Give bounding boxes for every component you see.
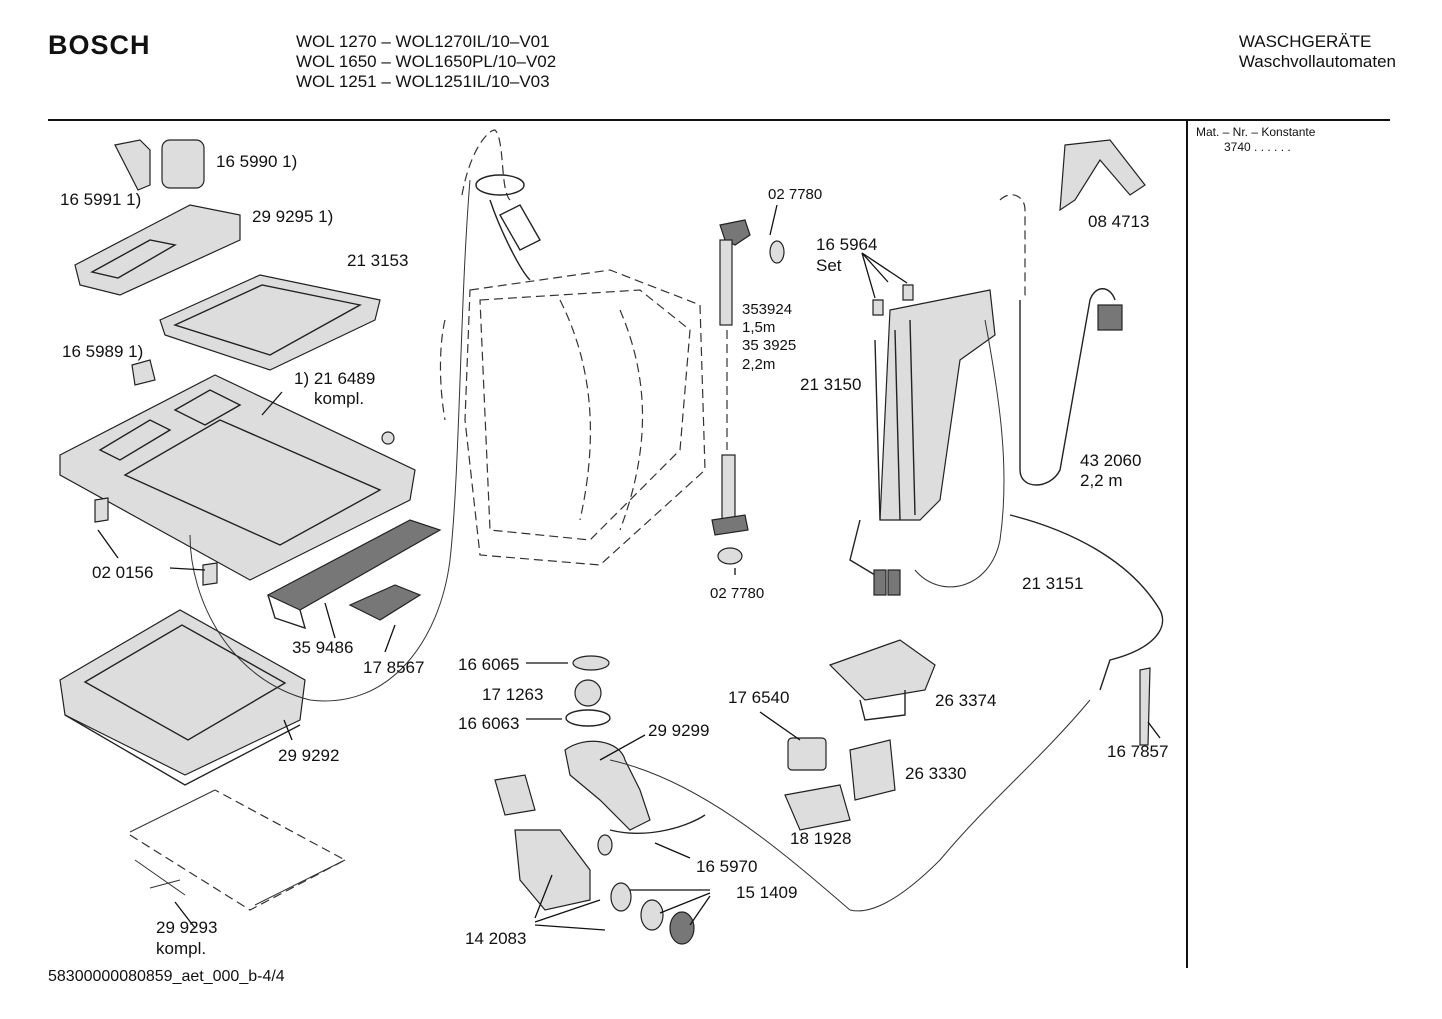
drain-hose-and-clip (999, 139, 1164, 746)
model-line: WOL 1650 – WOL1650PL/10–V02 (296, 52, 557, 71)
category-subtitle: Waschvollautomaten (1238, 52, 1396, 71)
part-label: 14 2083 (465, 929, 527, 948)
model-line: WOL 1251 – WOL1251IL/10–V03 (296, 72, 550, 91)
material-panel: Mat. – Nr. – Konstante 3740 . . . . . . (1196, 125, 1315, 155)
part-label: 17 6540 (728, 688, 790, 707)
part-label: 02 7780 (710, 585, 765, 602)
model-list: WOL 1270 – WOL1270IL/10–V01 WOL 1650 – W… (296, 32, 556, 92)
part-label: 35 3925 (742, 337, 797, 354)
brand-logo: BOSCH (48, 30, 151, 60)
category-block: WASCHGERÄTE Waschvollautomaten (1239, 32, 1396, 72)
part-label: 16 5989 1) (62, 342, 144, 361)
part-label: 35 9486 (292, 638, 354, 657)
part-label: 16 5991 1) (60, 190, 142, 209)
springs (129, 789, 347, 911)
part-label: 17 1263 (482, 685, 544, 704)
part-label: 21 3151 (1022, 574, 1084, 593)
part-label: 29 9299 (648, 721, 710, 740)
header-divider (48, 119, 1390, 121)
part-label: kompl. (156, 939, 207, 958)
door-strip-and-lock (266, 519, 442, 630)
part-label: 29 9293 (156, 918, 218, 937)
part-label: 15 1409 (736, 883, 798, 902)
part-label: 2,2 m (1080, 471, 1123, 490)
part-label: 08 4713 (1088, 212, 1150, 231)
part-label: kompl. (314, 389, 365, 408)
part-label: 29 9292 (278, 746, 340, 765)
inlet-hose-parts (711, 219, 785, 565)
part-label: 21 3153 (347, 251, 409, 270)
valve-block (849, 284, 996, 596)
part-label: 16 7857 (1107, 742, 1169, 761)
routing-line (914, 319, 1005, 588)
part-label: 29 9295 1) (252, 207, 334, 226)
side-divider (1186, 120, 1188, 968)
material-value: 3740 . . . . . . (1224, 140, 1291, 154)
part-label: 16 6063 (458, 714, 520, 733)
part-label: 2,2m (742, 356, 776, 373)
part-label: 26 3374 (935, 691, 997, 710)
part-label: 02 0156 (92, 563, 154, 582)
part-label: 17 8567 (363, 658, 425, 677)
pump-and-sump (494, 655, 706, 945)
detergent-drawer-parts (74, 139, 381, 371)
gasket-frame (59, 609, 306, 786)
part-label: 1) 21 6489 (294, 369, 376, 388)
part-label: 353924 (742, 301, 793, 318)
category-title: WASCHGERÄTE (1238, 32, 1372, 51)
part-label: 16 6065 (458, 655, 520, 674)
document-id: 58300000080859_aet_000_b-4/4 (48, 968, 285, 985)
top-frame (59, 359, 416, 586)
part-label: 16 5970 (696, 857, 758, 876)
part-label: 21 3150 (800, 375, 862, 394)
part-label: 16 5990 1) (216, 152, 298, 171)
part-label: 26 3330 (905, 764, 967, 783)
drum-outline (439, 129, 706, 566)
pressure-switch-parts (784, 639, 936, 831)
material-title: Mat. – Nr. – Konstante (1196, 125, 1316, 139)
part-label: 18 1928 (790, 829, 852, 848)
leader-lines (97, 204, 1161, 931)
routing-line (609, 699, 1091, 912)
part-label: Set (816, 256, 842, 275)
part-label: 02 7780 (768, 186, 823, 203)
part-label: 43 2060 (1080, 451, 1142, 470)
model-line: WOL 1270 – WOL1270IL/10–V01 (296, 32, 550, 51)
part-label: 1,5m (742, 319, 776, 336)
routing-line (189, 179, 471, 702)
part-label: 16 5964 (816, 235, 878, 254)
